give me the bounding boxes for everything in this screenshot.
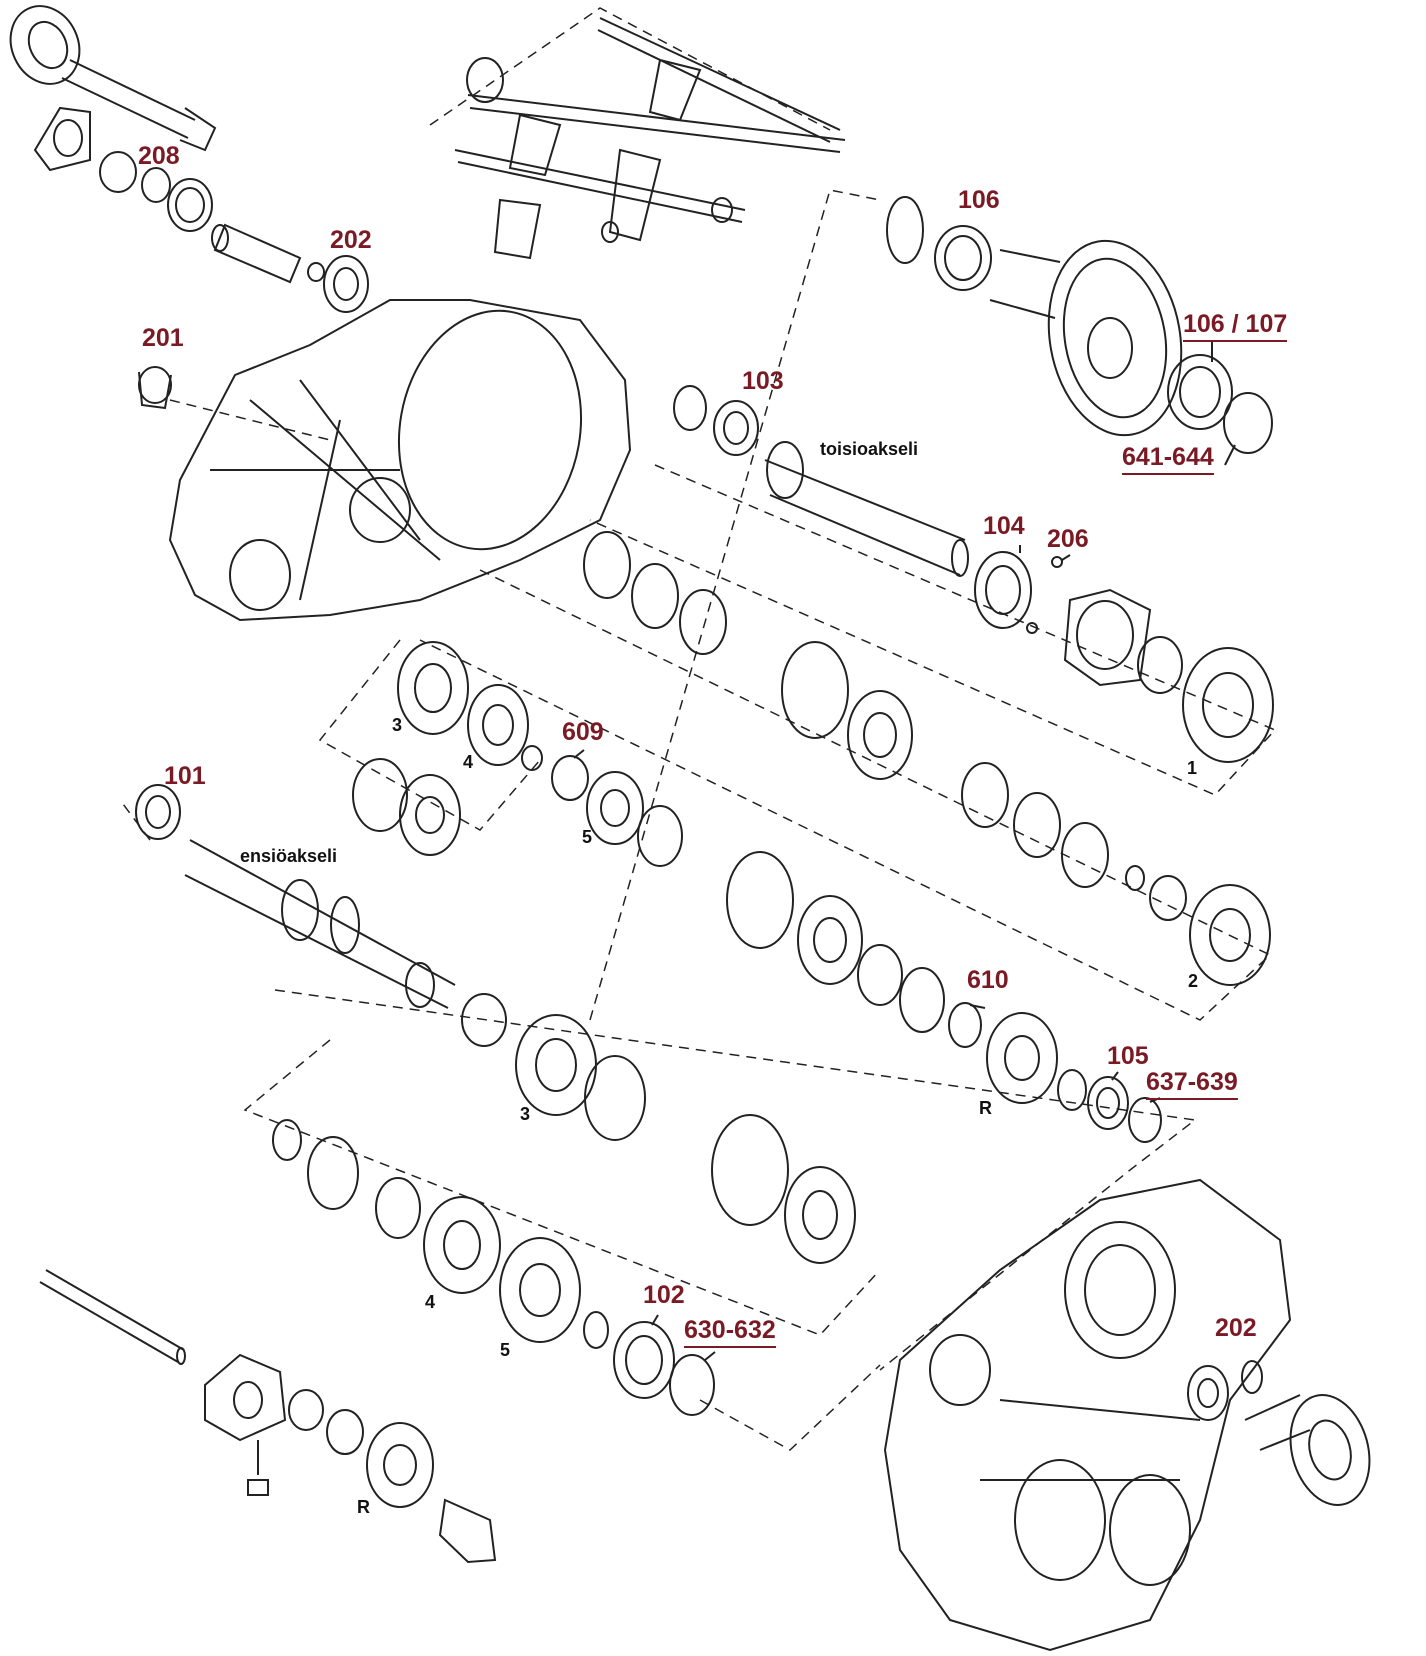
gear-3-lower xyxy=(515,1014,646,1141)
part-number-641-644: 641-644 xyxy=(1122,445,1214,475)
clutch-housing xyxy=(168,299,632,622)
gear-5-upper xyxy=(586,771,683,867)
gear-label-4-lower: 4 xyxy=(425,1292,436,1312)
gear-label-5-upper: 5 xyxy=(582,827,593,847)
gear-label-R-lower: R xyxy=(357,1497,370,1517)
gear-label-1: 1 xyxy=(1187,758,1198,778)
seal-plate-left xyxy=(33,106,91,172)
gear-label-3-upper: 3 xyxy=(392,715,403,735)
bearing-104 xyxy=(974,551,1032,629)
synchro-assembly-middle xyxy=(726,851,945,1033)
reverse-idler-shaft xyxy=(39,1269,186,1365)
gear-R-upper xyxy=(986,1012,1087,1111)
bearing-102 xyxy=(613,1321,675,1399)
input-shaft xyxy=(184,839,507,1047)
output-shaft-label: toisioakseli xyxy=(820,439,919,459)
output-shaft xyxy=(673,385,969,577)
bearing-610 xyxy=(948,1002,982,1048)
part-number-106: 106 xyxy=(958,186,1000,214)
drive-flange-right xyxy=(1244,1394,1371,1506)
input-shaft-label: ensiöakseli xyxy=(240,846,338,866)
reverse-idler-bracket xyxy=(204,1353,364,1496)
bearing-208 xyxy=(99,151,213,232)
gearbox-housing xyxy=(883,1178,1292,1652)
drive-flange-left xyxy=(9,5,217,152)
part-number-106-107: 106 / 107 xyxy=(1183,312,1288,342)
gear-label-5-lower: 5 xyxy=(500,1340,511,1360)
gear-1 xyxy=(1137,636,1274,763)
differential xyxy=(886,196,1273,454)
gear-label-R-upper: R xyxy=(979,1098,992,1118)
part-number-202-top: 202 xyxy=(330,226,372,254)
synchro-rings-upper xyxy=(583,531,1109,888)
gear-4-lower xyxy=(423,1196,501,1294)
part-number-201: 201 xyxy=(142,324,184,352)
part-number-104: 104 xyxy=(983,512,1025,540)
gear-label-3-lower: 3 xyxy=(520,1104,531,1124)
ring-630-632 xyxy=(669,1354,715,1416)
synchro-rings-lower xyxy=(272,1114,856,1264)
gear-3-upper xyxy=(352,641,469,856)
part-number-208: 208 xyxy=(138,142,180,170)
shift-rails xyxy=(454,17,846,260)
ring-637-639 xyxy=(1128,1097,1162,1143)
stub-shaft xyxy=(211,223,325,284)
bearing-105 xyxy=(1087,1076,1129,1130)
gear-5-lower xyxy=(499,1237,609,1349)
bearing-202-top xyxy=(323,255,369,313)
bearing-101 xyxy=(135,784,181,840)
bearing-retainer-206 xyxy=(1026,556,1152,687)
part-number-630-632: 630-632 xyxy=(684,1318,776,1348)
part-number-610: 610 xyxy=(967,966,1009,994)
part-number-105: 105 xyxy=(1107,1042,1149,1070)
part-number-103: 103 xyxy=(742,367,784,395)
gear-label-2: 2 xyxy=(1188,971,1199,991)
part-number-101: 101 xyxy=(164,762,206,790)
bearing-609 xyxy=(551,755,589,801)
part-number-609: 609 xyxy=(562,718,604,746)
part-number-637-639: 637-639 xyxy=(1146,1070,1238,1100)
part-number-202-bottom: 202 xyxy=(1215,1314,1257,1342)
gear-label-4-upper: 4 xyxy=(463,752,474,772)
bearing-202-bottom xyxy=(1187,1360,1263,1421)
bushing-201 xyxy=(138,366,172,410)
part-number-102: 102 xyxy=(643,1281,685,1309)
gear-4-upper xyxy=(467,684,543,771)
gear-2 xyxy=(1125,865,1271,986)
gear-R-lower xyxy=(366,1422,497,1564)
part-number-206: 206 xyxy=(1047,525,1089,553)
